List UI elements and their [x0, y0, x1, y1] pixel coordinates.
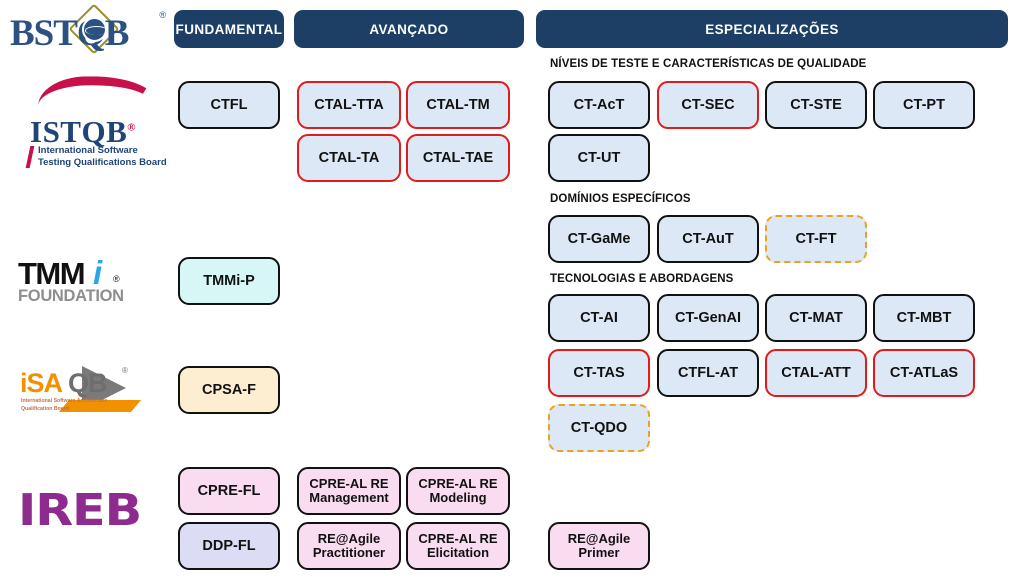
cert-ctfl-at[interactable]: CTFL-AT	[657, 349, 759, 397]
cert-ct-aut[interactable]: CT-AuT	[657, 215, 759, 263]
tab-fundamental[interactable]: FUNDAMENTAL	[174, 10, 284, 48]
section-label-dominios-especificos: DOMÍNIOS ESPECÍFICOS	[550, 193, 691, 205]
cert-ct-ste[interactable]: CT-STE	[765, 81, 867, 129]
cert-ct-sec[interactable]: CT-SEC	[657, 81, 759, 129]
isaqb-tagline-line1: International Software Architecture	[21, 398, 108, 404]
cert-ctal-ta[interactable]: CTAL-TA	[297, 134, 401, 182]
section-label-niveis-de-teste: NÍVEIS DE TESTE E CARACTERÍSTICAS DE QUA…	[550, 58, 867, 70]
tmmi-registered-mark: ®	[113, 274, 120, 284]
istqb-tagline: International Software Testing Qualifica…	[38, 145, 167, 169]
bstqb-wordmark: BSTQB	[10, 13, 129, 54]
istqb-tagline-line1: International Software	[38, 145, 138, 156]
cert-re-agile-primer[interactable]: RE@Agile Primer	[548, 522, 650, 570]
istqb-tagline-line2: Testing Qualifications Board	[38, 156, 167, 168]
cert-ct-act[interactable]: CT-AcT	[548, 81, 650, 129]
istqb-registered-mark: ®	[127, 121, 136, 134]
tmmi-wordmark-i: i	[93, 254, 103, 291]
cert-tmmi-p[interactable]: TMMi-P	[178, 257, 280, 305]
isaqb-wordmark-qb: QB	[68, 368, 107, 398]
cert-ct-pt[interactable]: CT-PT	[873, 81, 975, 129]
bstqb-logo: BSTQB ®	[10, 3, 166, 55]
tmmi-logo: TMM i ® FOUNDATION	[18, 254, 144, 308]
cert-re-agile-practitioner[interactable]: RE@Agile Practitioner	[297, 522, 401, 570]
tmmi-wordmark-tmm: TMM	[18, 256, 86, 291]
cert-ctal-att[interactable]: CTAL-ATT	[765, 349, 867, 397]
cert-ddp-fl[interactable]: DDP-FL	[178, 522, 280, 570]
istqb-wordmark: ISTQB®	[30, 114, 136, 150]
cert-cpre-al-re-management[interactable]: CPRE-AL RE Management	[297, 467, 401, 515]
cert-ct-mat[interactable]: CT-MAT	[765, 294, 867, 342]
cert-ct-mbt[interactable]: CT-MBT	[873, 294, 975, 342]
cert-ct-ft[interactable]: CT-FT	[765, 215, 867, 263]
cert-ct-game[interactable]: CT-GaMe	[548, 215, 650, 263]
cert-cpre-al-re-modeling[interactable]: CPRE-AL RE Modeling	[406, 467, 510, 515]
cert-ctfl[interactable]: CTFL	[178, 81, 280, 129]
cert-cpsa-f[interactable]: CPSA-F	[178, 366, 280, 414]
istqb-tick-icon	[25, 146, 35, 168]
cert-ctal-tm[interactable]: CTAL-TM	[406, 81, 510, 129]
cert-ct-ut[interactable]: CT-UT	[548, 134, 650, 182]
istqb-logo: ISTQB® International Software Testing Qu…	[12, 72, 167, 172]
tab-especializacoes[interactable]: ESPECIALIZAÇÕES	[536, 10, 1008, 48]
ireb-logo: IREB	[18, 485, 142, 536]
cert-ct-qdo[interactable]: CT-QDO	[548, 404, 650, 452]
cert-ctal-tta[interactable]: CTAL-TTA	[297, 81, 401, 129]
isaqb-tagline: International Software Architecture Qual…	[21, 398, 107, 413]
bstqb-registered-mark: ®	[159, 10, 166, 20]
cert-cpre-fl[interactable]: CPRE-FL	[178, 467, 280, 515]
cert-ct-tas[interactable]: CT-TAS	[548, 349, 650, 397]
isaqb-registered-mark: ®	[122, 366, 128, 375]
tab-avancado[interactable]: AVANÇADO	[294, 10, 524, 48]
isaqb-logo: iSA QB ® International Software Architec…	[20, 364, 146, 420]
section-label-tecnologias-abordagens: TECNOLOGIAS E ABORDAGENS	[550, 273, 734, 285]
bstqb-globe-icon	[82, 17, 108, 42]
istqb-wordmark-text: ISTQB	[30, 114, 128, 149]
cert-ct-ai[interactable]: CT-AI	[548, 294, 650, 342]
ireb-wordmark: IREB	[18, 485, 142, 536]
cert-ct-atlas[interactable]: CT-ATLaS	[873, 349, 975, 397]
isaqb-wordmark-isa: iSA	[20, 368, 63, 398]
tmmi-foundation-text: FOUNDATION	[18, 287, 124, 305]
isaqb-tagline-line2: Qualification Board	[21, 405, 69, 412]
cert-ct-genai[interactable]: CT-GenAI	[657, 294, 759, 342]
cert-ctal-tae[interactable]: CTAL-TAE	[406, 134, 510, 182]
cert-cpre-al-re-elicitation[interactable]: CPRE-AL RE Elicitation	[406, 522, 510, 570]
